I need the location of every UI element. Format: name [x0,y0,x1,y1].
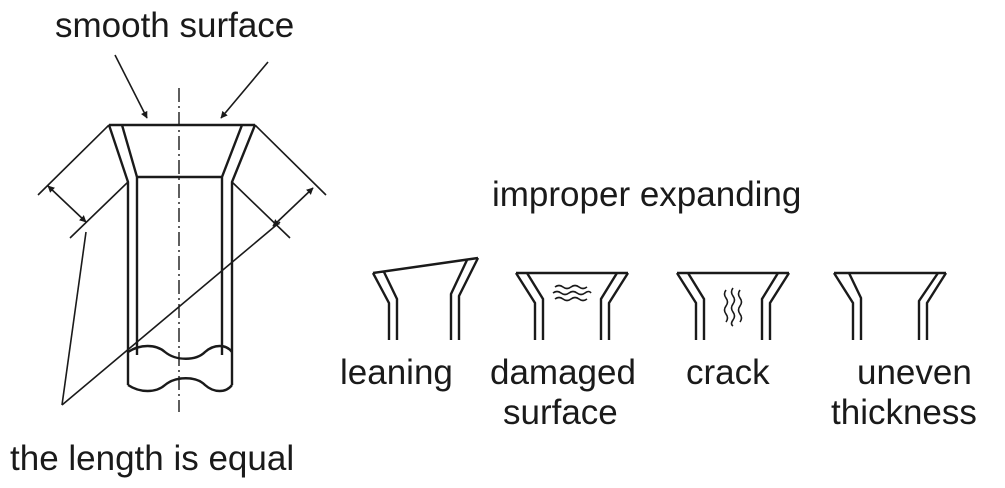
defect-damaged-surface [514,271,630,340]
damage-mark-2 [552,290,592,296]
uneven-inner-right [917,272,939,340]
leaning-outer-left [371,272,391,340]
right-extension-bottom [231,181,291,239]
leaning-inner-right [449,259,469,340]
leaning-inner-left [382,271,399,340]
uneven-outer-right [925,272,948,340]
left-dimension-arrow [47,185,87,223]
label-leaning: leaning [340,353,453,392]
leaning-outer-right [457,257,480,340]
crack-inner-right [760,272,780,340]
smooth-surface-arrow-right [220,61,269,119]
crack-mark-3 [737,289,743,323]
inner-left-wall [120,124,139,355]
crack-mark-2 [730,287,736,327]
label-surface: surface [503,393,618,432]
uneven-inner-left [847,272,863,340]
smooth-surface-leaders [114,54,269,119]
left-extension-top [37,124,110,196]
outer-left-wall [107,124,130,385]
crack-outer-left [675,272,698,340]
break-line-lower [127,377,233,393]
defect-leaning [371,256,480,340]
damaged-inner-left [525,272,545,340]
damage-mark-3 [554,296,588,302]
leaning-top-edge [372,256,479,275]
damage-mark-1 [554,284,588,290]
label-damaged: damaged [490,353,636,392]
outer-right-wall [230,124,257,385]
label-improper-expanding: improper expanding [492,175,801,214]
damaged-outer-left [514,272,537,340]
length-dimensions [37,124,327,406]
label-length-equal: the length is equal [10,439,294,478]
label-smooth-surface: smooth surface [55,6,294,45]
right-dimension-arrow [272,187,314,227]
damaged-inner-right [599,272,619,340]
label-crack: crack [686,353,770,392]
damaged-outer-right [607,272,630,340]
crack-inner-left [686,272,706,340]
smooth-surface-arrow-left [114,54,148,119]
label-uneven: uneven [857,353,972,392]
defect-crack [675,271,791,340]
break-line-upper [127,344,233,360]
defect-uneven-thickness [832,271,948,340]
left-extension-bottom [69,181,129,239]
length-leader-left [61,231,87,406]
length-leader-right [61,221,281,406]
crack-mark-1 [723,289,729,323]
crack-outer-right [768,272,791,340]
uneven-outer-left [832,272,855,340]
main-flared-pipe [107,88,257,412]
label-thickness: thickness [831,393,977,432]
right-extension-top [254,124,327,196]
